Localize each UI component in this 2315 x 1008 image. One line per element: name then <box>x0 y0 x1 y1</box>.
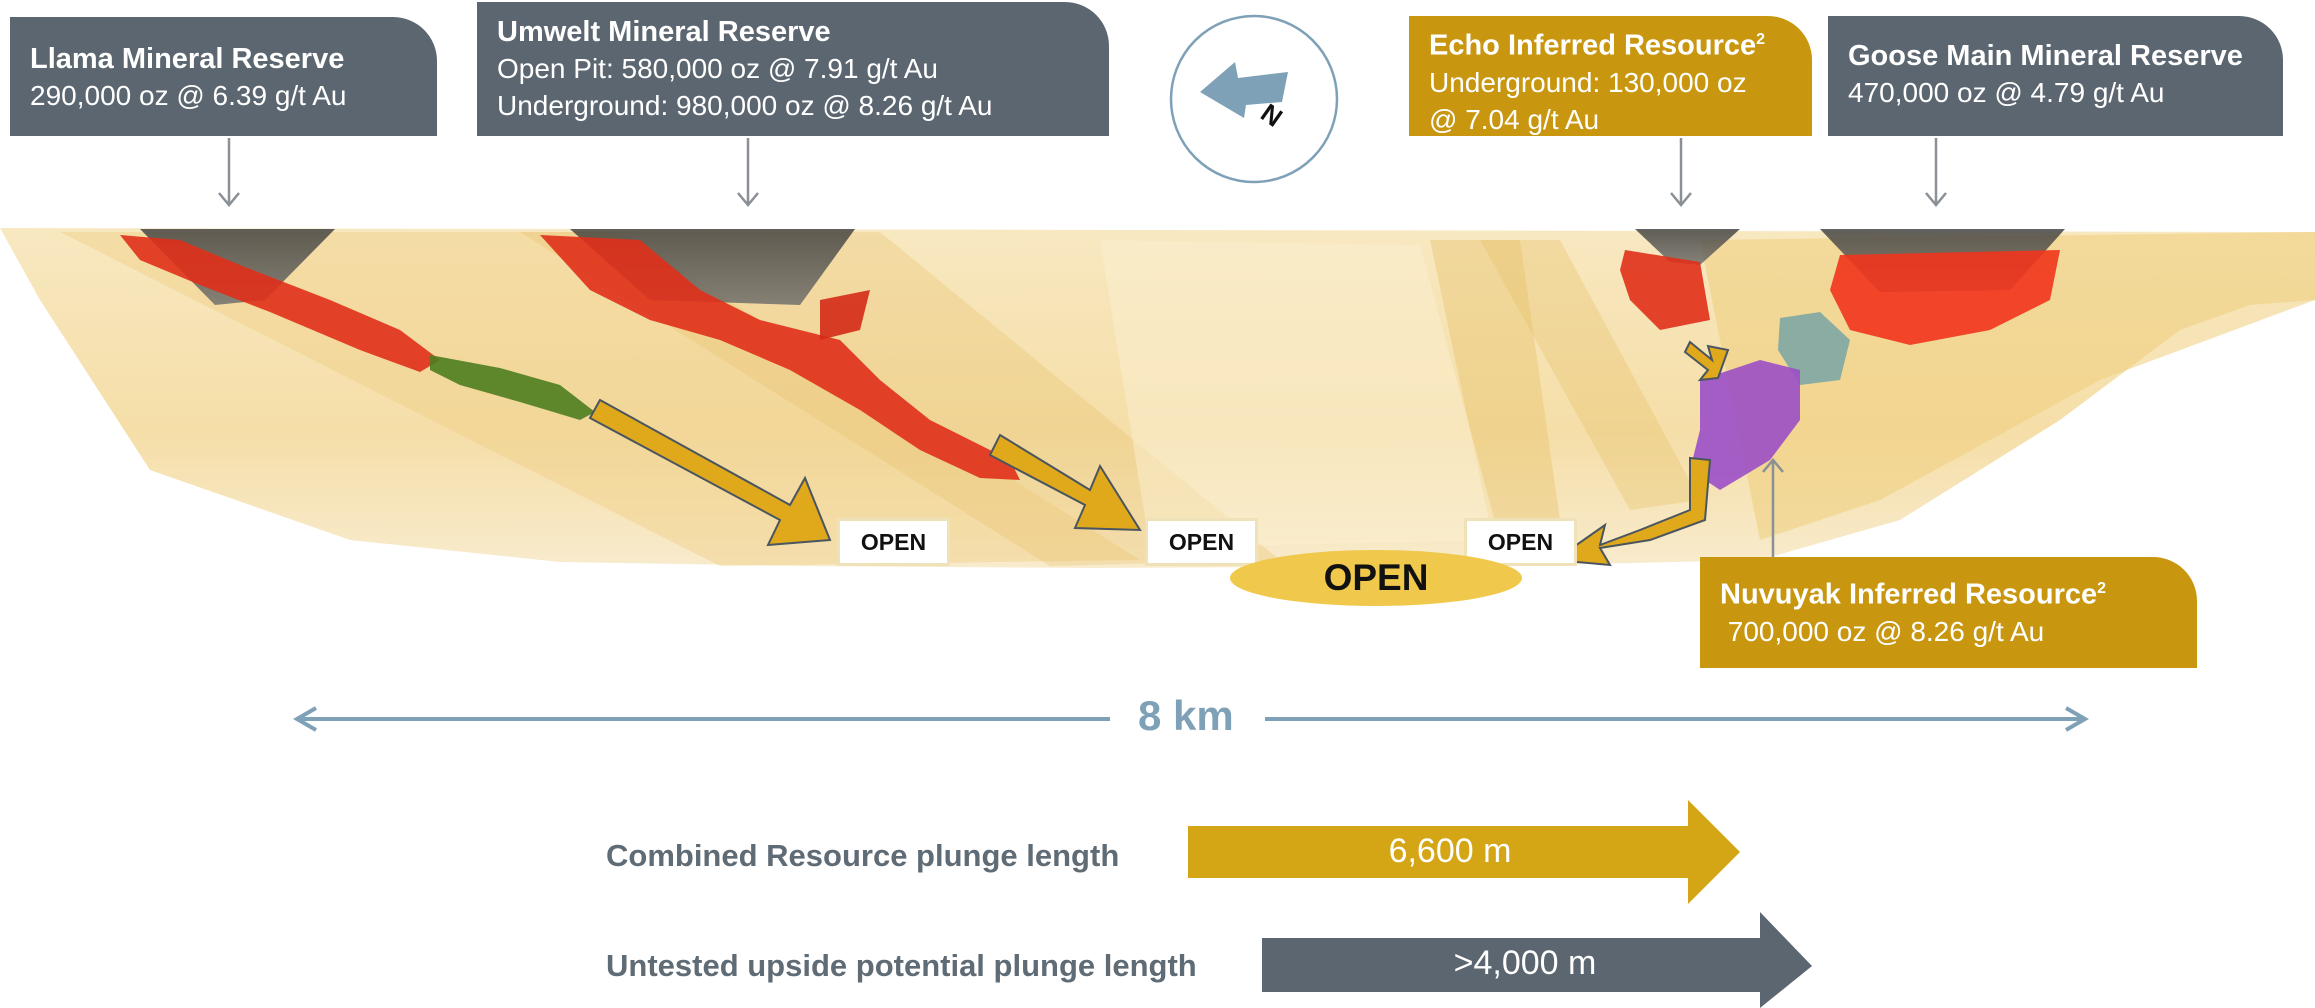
scale-bar <box>293 706 2089 732</box>
nuvuyak-title-text: Nuvuyak Inferred Resource <box>1720 578 2098 611</box>
plunge-arrow <box>1552 456 1712 567</box>
umwelt-line2: Underground: 980,000 oz @ 8.26 g/t Au <box>497 90 993 121</box>
combined-plunge-arrow <box>1188 800 1740 904</box>
combined-plunge-label: Combined Resource plunge length <box>606 838 1120 873</box>
untested-plunge-label: Untested upside potential plunge length <box>606 948 1197 983</box>
nuvuyak-title-sup: 2 <box>2097 580 2107 597</box>
echo-callout: Echo Inferred Resource2 Underground: 130… <box>1409 16 1812 136</box>
goose-line1: 470,000 oz @ 4.79 g/t Au <box>1848 77 2165 108</box>
ore-goose <box>1830 250 2060 345</box>
scale-label: 8 km <box>1120 692 1252 740</box>
ore-llama-green <box>430 355 595 420</box>
combined-plunge-value: 6,600 m <box>1388 832 1512 870</box>
nuvuyak-line1: 700,000 oz @ 8.26 g/t Au <box>1720 615 2045 647</box>
untested-plunge-arrow <box>1262 912 1812 1008</box>
ore-nuvuyak <box>1690 360 1800 490</box>
plunge-arrow <box>988 433 1142 532</box>
open-main-label: OPEN <box>1230 550 1522 606</box>
fault-plane <box>1100 240 1500 548</box>
umwelt-title: Umwelt Mineral Reserve <box>497 16 831 48</box>
llama-callout: Llama Mineral Reserve 290,000 oz @ 6.39 … <box>10 17 437 136</box>
pit-echo <box>1635 229 1740 265</box>
echo-line1: Underground: 130,000 oz <box>1429 66 1747 98</box>
untested-plunge-value: >4,000 m <box>1453 944 1597 982</box>
echo-title-text: Echo Inferred Resource <box>1429 29 1757 62</box>
ore-llama <box>120 235 440 372</box>
ore-umwelt-lobe <box>820 290 870 340</box>
open-label-3: OPEN <box>1464 518 1577 566</box>
llama-line1: 290,000 oz @ 6.39 g/t Au <box>30 80 347 111</box>
open-label-2: OPEN <box>1145 518 1258 566</box>
plunge-arrow <box>588 398 832 547</box>
fault-plane <box>1480 240 1700 510</box>
north-arrow-icon <box>1200 62 1288 118</box>
ore-echo <box>1620 250 1710 330</box>
ore-nuvuyak-teal <box>1778 312 1850 385</box>
plunge-arrow <box>1683 340 1730 382</box>
echo-title-sup: 2 <box>1756 31 1766 48</box>
llama-title: Llama Mineral Reserve <box>30 43 345 75</box>
callout-pointers <box>218 138 1947 557</box>
echo-title: Echo Inferred Resource2 <box>1429 22 1792 64</box>
nuvuyak-callout: Nuvuyak Inferred Resource2 700,000 oz @ … <box>1700 557 2197 668</box>
goose-title: Goose Main Mineral Reserve <box>1848 40 2243 72</box>
fault-plane <box>1430 240 1560 525</box>
open-label-1: OPEN <box>837 518 950 566</box>
echo-line2: @ 7.04 g/t Au <box>1429 103 1600 135</box>
ore-umwelt <box>540 235 1020 480</box>
umwelt-callout: Umwelt Mineral Reserve Open Pit: 580,000… <box>477 2 1109 136</box>
umwelt-line1: Open Pit: 580,000 oz @ 7.91 g/t Au <box>497 53 938 84</box>
nuvuyak-title: Nuvuyak Inferred Resource2 <box>1720 571 2177 613</box>
goose-callout: Goose Main Mineral Reserve 470,000 oz @ … <box>1828 16 2283 136</box>
